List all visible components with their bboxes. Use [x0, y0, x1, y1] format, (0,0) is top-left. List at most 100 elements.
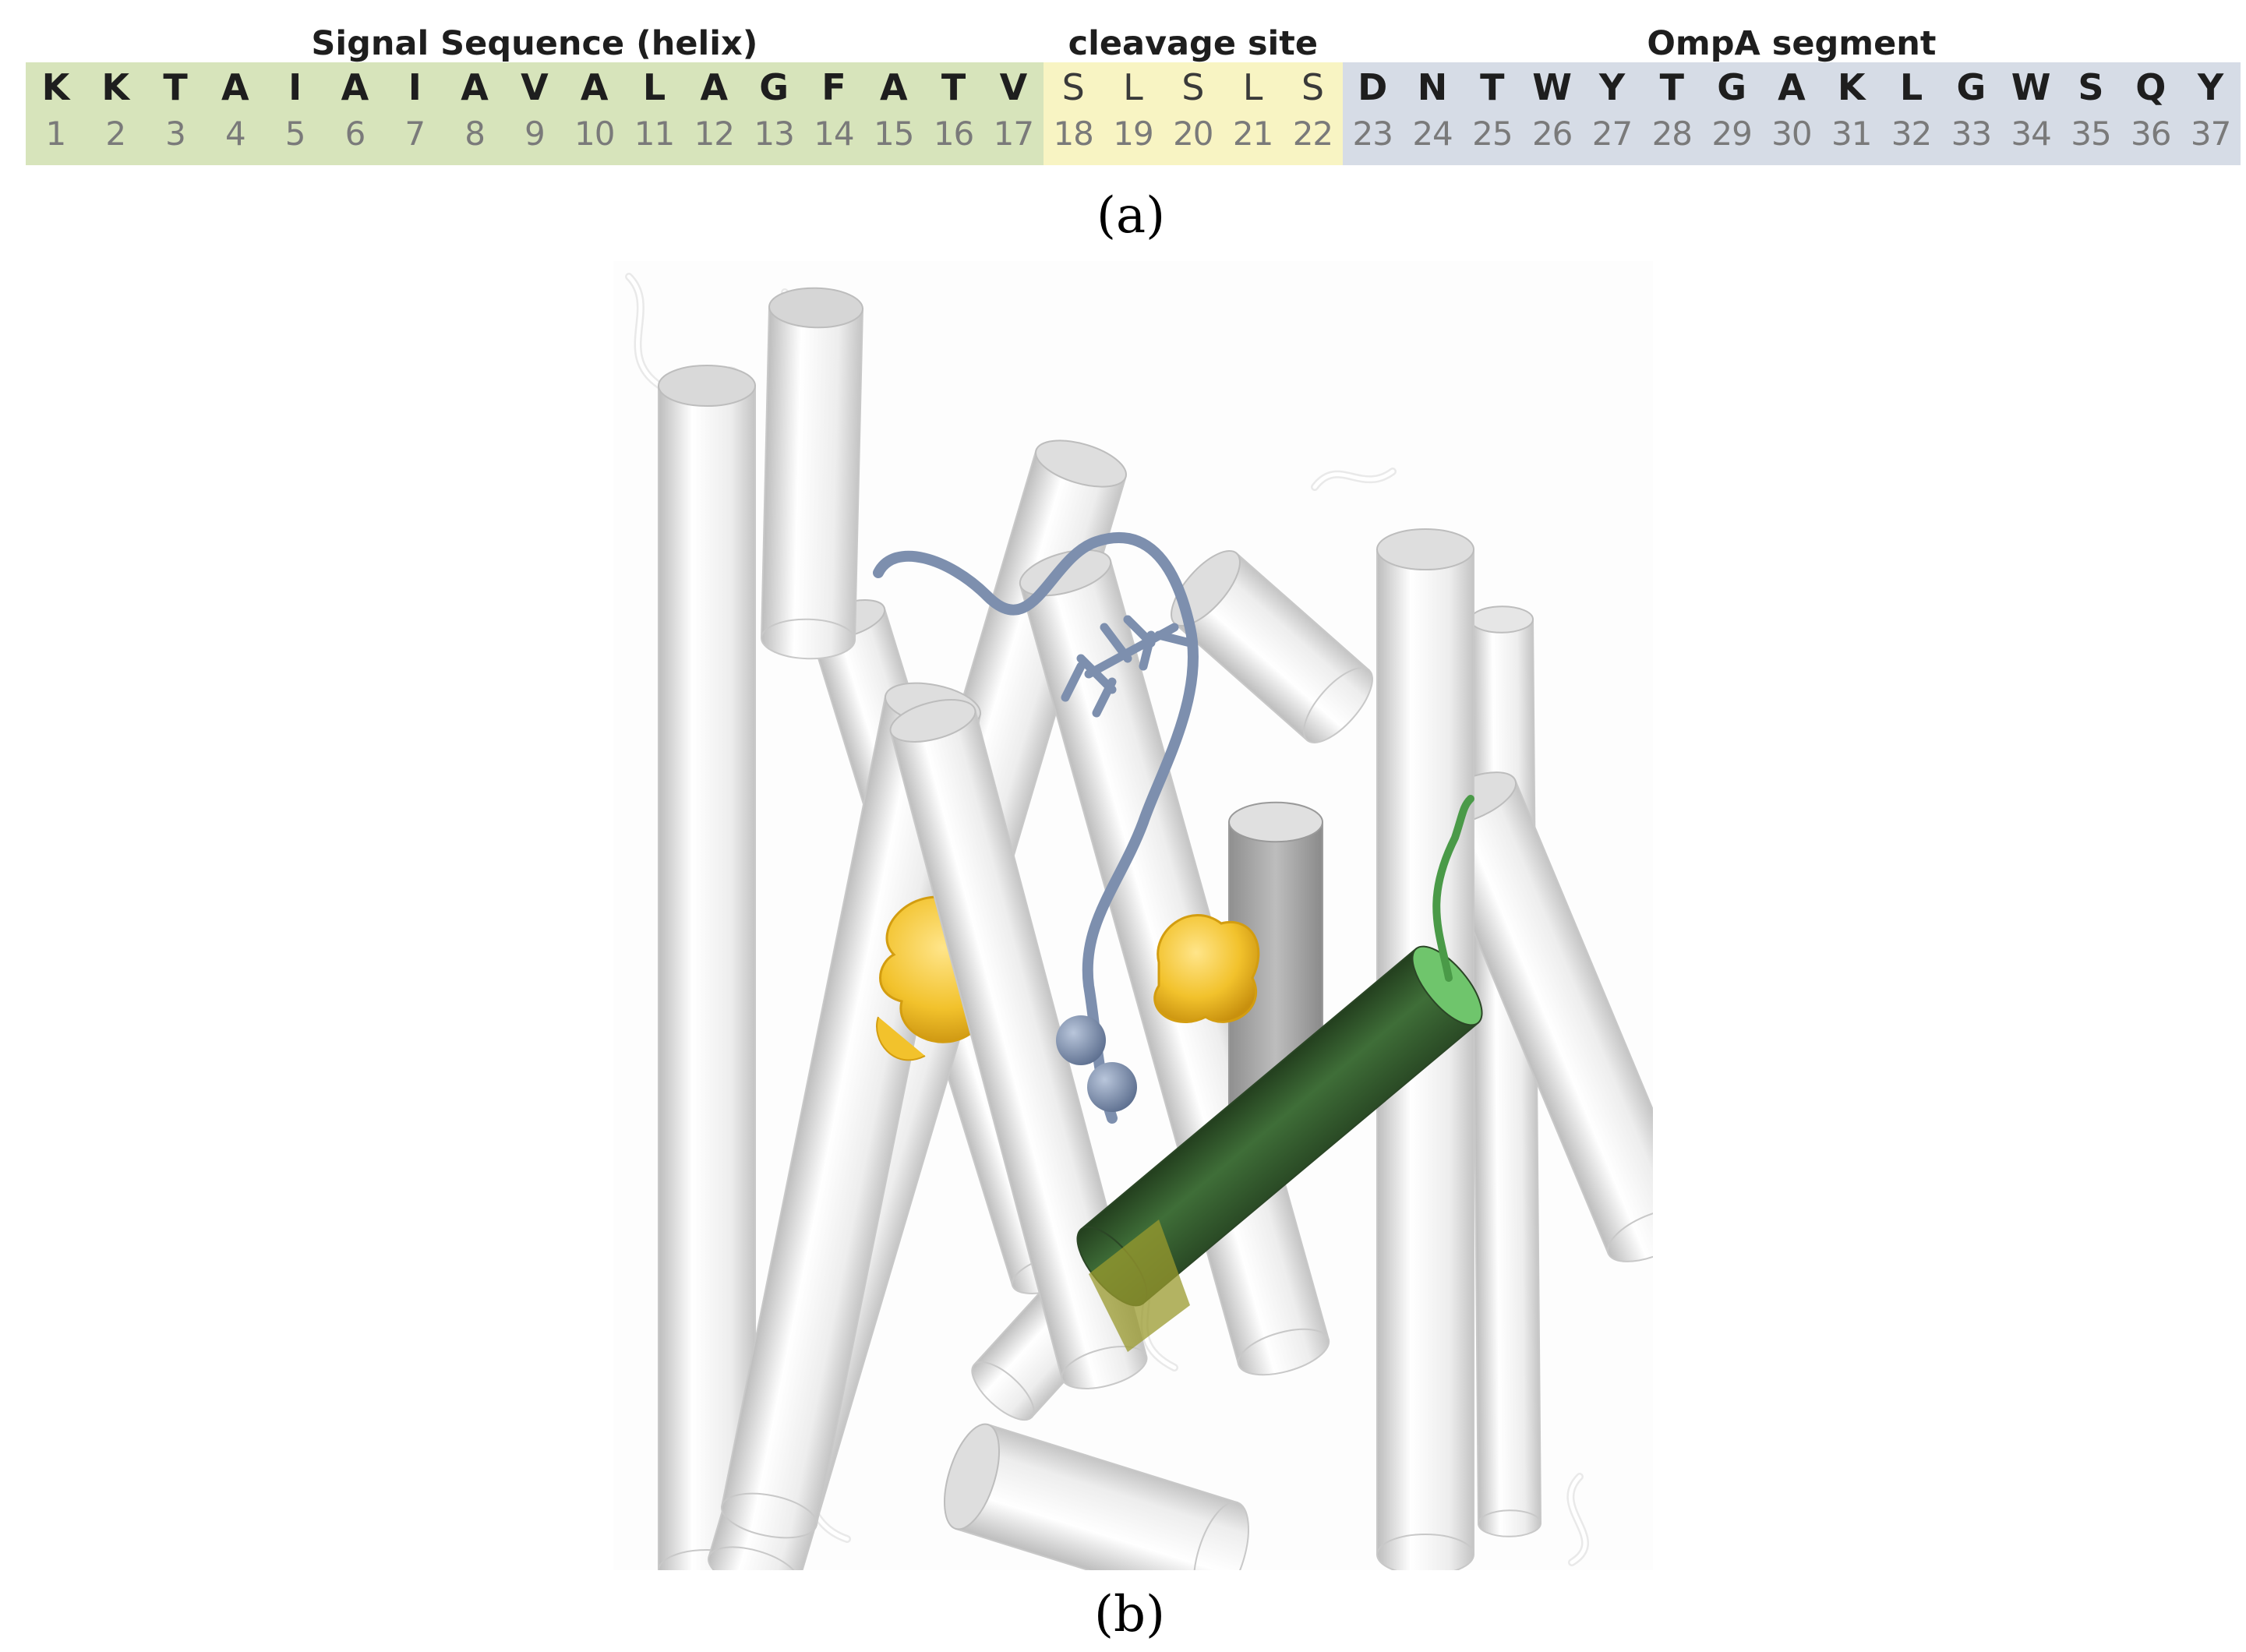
- residue-number: 26: [1531, 115, 1573, 153]
- residue-letter: G: [1956, 66, 1986, 108]
- residue-number: 12: [694, 115, 735, 153]
- lipid-surface: [1153, 914, 1260, 1023]
- helix-end: [1606, 1208, 1653, 1262]
- residue-letter: I: [408, 66, 422, 108]
- residue-letter: W: [1532, 66, 1573, 108]
- residue-number: 1: [45, 115, 67, 153]
- residue-letter: S: [1301, 66, 1325, 108]
- helix-cap: [1470, 605, 1534, 634]
- residue-number: 21: [1232, 115, 1273, 153]
- residue-letter: T: [1480, 66, 1505, 108]
- residue-letter: T: [163, 66, 188, 108]
- residue-letter: I: [288, 66, 302, 108]
- helix-end: [1237, 1328, 1330, 1376]
- residue-letter: L: [1242, 66, 1263, 108]
- residue-cell: S 22: [1283, 62, 1343, 165]
- residue-cell: L 11: [624, 62, 684, 165]
- residue-number: 18: [1053, 115, 1093, 153]
- residue-number: 17: [993, 115, 1034, 153]
- residue-letter: Q: [2135, 66, 2167, 108]
- residue-number: 25: [1472, 115, 1513, 153]
- structure-figure: [613, 261, 1653, 1570]
- residue-letter: G: [1717, 66, 1746, 108]
- helix-cylinder: [1469, 605, 1542, 1537]
- residue-cell: A 15: [863, 62, 923, 165]
- section-title: cleavage site: [1068, 24, 1319, 63]
- section-band: [1342, 62, 2241, 165]
- residue-letter: A: [1778, 66, 1806, 108]
- residue-letter: K: [1837, 66, 1866, 108]
- residue-number: 29: [1711, 115, 1752, 153]
- residue-letter: G: [759, 66, 789, 108]
- residue-cell: S 20: [1163, 62, 1223, 165]
- helix-end: [971, 1361, 1035, 1421]
- residue-number: 30: [1771, 115, 1812, 153]
- helix-cap: [1228, 801, 1323, 843]
- residue-number: 15: [874, 115, 914, 153]
- helix-end: [721, 1492, 818, 1539]
- residue-number: 24: [1412, 115, 1453, 153]
- residue-number: 8: [464, 115, 486, 153]
- section-band: [1043, 62, 1343, 165]
- residue-letter: S: [1181, 66, 1205, 108]
- helix-cap: [658, 364, 756, 408]
- residue-letter: L: [642, 66, 666, 108]
- residue-cell: L 21: [1223, 62, 1283, 165]
- residue-number: 36: [2131, 115, 2171, 153]
- residue-cell: T 25: [1462, 62, 1522, 165]
- residue-letter: A: [461, 66, 489, 108]
- sidechain-sticks: [1061, 615, 1195, 718]
- residue-cell: W 34: [2001, 62, 2061, 165]
- residue-number: 11: [634, 115, 675, 153]
- residue-number: 37: [2190, 115, 2231, 153]
- helix-body: [760, 305, 864, 641]
- panel-b-label: (b): [1094, 1586, 1165, 1643]
- residue-letter: S: [2078, 66, 2104, 108]
- peptide-chain: [873, 532, 1199, 1124]
- residue-letter: F: [821, 66, 846, 108]
- residue-cell: A 10: [564, 62, 624, 165]
- residue-cell: A 30: [1762, 62, 1822, 165]
- helix-end: [708, 1546, 800, 1570]
- residue-letter: W: [2011, 66, 2051, 108]
- atom-sphere: [1087, 1062, 1137, 1112]
- residue-letter: Y: [1598, 66, 1626, 108]
- helix-end: [1193, 1501, 1249, 1570]
- residue-number: 14: [814, 115, 854, 153]
- residue-letter: L: [1123, 66, 1143, 108]
- residue-number: 20: [1173, 115, 1213, 153]
- residue-number: 22: [1292, 115, 1333, 153]
- residue-cell: Y 27: [1582, 62, 1642, 165]
- residue-letter: Y: [2197, 66, 2224, 108]
- atom-sphere: [1056, 1015, 1106, 1065]
- residue-number: 6: [344, 115, 366, 153]
- residue-letter: A: [879, 66, 908, 108]
- residue-letter: A: [580, 66, 609, 108]
- residue-number: 34: [2011, 115, 2051, 153]
- residue-letter: D: [1358, 66, 1388, 108]
- residue-number: 2: [105, 115, 126, 153]
- helix-end: [1376, 1533, 1474, 1570]
- helix-cap: [889, 699, 976, 743]
- helix-cap: [1376, 528, 1474, 571]
- residue-number: 10: [574, 115, 615, 153]
- residue-number: 27: [1591, 115, 1633, 153]
- helix-cylinder: [760, 287, 864, 660]
- residue-number: 32: [1891, 115, 1932, 153]
- signal-tail: [1432, 795, 1474, 982]
- residue-letter: T: [1659, 66, 1684, 108]
- helix-body: [658, 385, 756, 1570]
